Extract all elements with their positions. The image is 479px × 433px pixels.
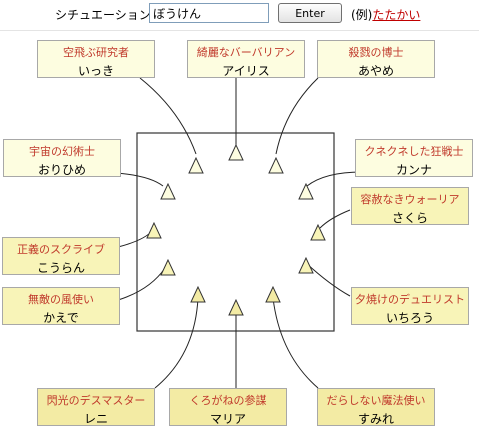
- seat-marker-c1: [188, 156, 204, 174]
- character-card-c6[interactable]: 容赦なきウォーリア さくら: [351, 187, 469, 225]
- seat-marker-c9: [160, 258, 176, 276]
- character-name: いちろう: [385, 311, 434, 325]
- character-role: 正義のスクライブ: [17, 243, 105, 256]
- character-card-c2[interactable]: 綺麗なバーバリアン アイリス: [187, 40, 305, 78]
- seat-marker-c10: [190, 285, 206, 303]
- connector-c3: [275, 77, 319, 155]
- character-name: レニ: [83, 412, 108, 426]
- character-role: だらしない魔法使い: [326, 394, 426, 407]
- seat-marker-c4: [160, 182, 176, 200]
- character-name: カンナ: [395, 163, 432, 177]
- character-role: 宇宙の幻術士: [29, 145, 95, 158]
- character-name: アイリス: [222, 64, 270, 78]
- seat-marker-c8: [298, 256, 314, 274]
- connector-c10: [154, 297, 199, 389]
- seat-marker-c2: [228, 143, 244, 161]
- character-name: おりひめ: [37, 163, 86, 177]
- seat-marker-c12: [265, 285, 281, 303]
- character-card-c7[interactable]: 正義のスクライブ こうらん: [2, 237, 120, 275]
- seat-marker-c3: [268, 156, 284, 174]
- character-card-c8[interactable]: 夕焼けのデュエリスト いちろう: [351, 287, 469, 325]
- character-role: 綺麗なバーバリアン: [196, 46, 296, 59]
- connector-c12: [272, 297, 319, 389]
- situation-input[interactable]: [149, 3, 269, 23]
- character-name: さくら: [391, 211, 428, 225]
- character-name: あやめ: [357, 64, 394, 78]
- character-card-c1[interactable]: 空飛ぶ研究者 いっき: [37, 40, 155, 78]
- seat-marker-c11: [228, 298, 244, 316]
- character-card-c10[interactable]: 閃光のデスマスター レニ: [37, 388, 155, 426]
- situation-bar: シチュエーション: Enter (例)たたかい: [0, 0, 479, 31]
- central-table: [136, 132, 335, 332]
- character-role: 容赦なきウォーリア: [360, 193, 460, 206]
- enter-button[interactable]: Enter: [278, 3, 342, 23]
- seat-marker-c5: [298, 182, 314, 200]
- example-hint: (例)たたかい: [351, 6, 420, 23]
- character-card-c4[interactable]: 宇宙の幻術士 おりひめ: [3, 139, 121, 177]
- connector-c1: [139, 77, 197, 155]
- character-card-c11[interactable]: くろがねの参謀 マリア: [169, 388, 287, 426]
- character-role: 夕焼けのデュエリスト: [355, 293, 465, 306]
- character-role: 閃光のデスマスター: [46, 394, 146, 407]
- example-prefix: (例): [351, 8, 373, 22]
- character-card-c9[interactable]: 無敵の風使い かえで: [2, 287, 120, 325]
- character-role: 無敵の風使い: [28, 293, 94, 306]
- character-role: 殺戮の博士: [348, 46, 404, 59]
- character-name: マリア: [209, 412, 246, 426]
- character-role: くろがねの参謀: [189, 394, 267, 407]
- character-card-c12[interactable]: だらしない魔法使い すみれ: [317, 388, 435, 426]
- character-name: こうらん: [36, 261, 85, 275]
- seat-marker-c6: [310, 223, 326, 241]
- character-name: すみれ: [357, 412, 394, 426]
- connector-c6: [319, 209, 351, 229]
- character-role: クネクネした狂戦士: [364, 145, 464, 158]
- character-name: いっき: [77, 64, 114, 78]
- seat-marker-c7: [146, 221, 162, 239]
- situation-label: シチュエーション:: [55, 8, 155, 22]
- character-card-c5[interactable]: クネクネした狂戦士 カンナ: [355, 139, 473, 177]
- character-card-c3[interactable]: 殺戮の博士 あやめ: [317, 40, 435, 78]
- character-role: 空飛ぶ研究者: [63, 46, 129, 59]
- example-link[interactable]: たたかい: [372, 8, 421, 22]
- character-name: かえで: [43, 311, 79, 325]
